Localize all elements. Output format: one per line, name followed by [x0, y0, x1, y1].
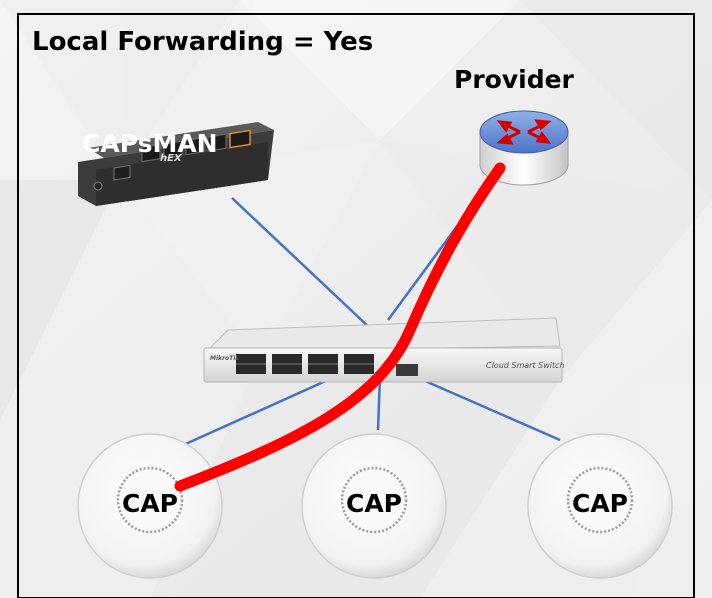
cap-2-device[interactable]: [301, 433, 447, 579]
cap-1-device[interactable]: [77, 433, 223, 579]
link-switch-cap2: [376, 375, 382, 431]
diagram-border: [17, 13, 695, 598]
capsman-label: CAPsMAN: [82, 129, 218, 158]
link-capsman-switch: [231, 197, 373, 331]
capsman-device[interactable]: hEX: [78, 122, 274, 206]
cap-3-device[interactable]: [527, 433, 673, 579]
switch-label: Cloud Smart Switch: [486, 361, 565, 370]
provider-label: Provider: [454, 65, 575, 94]
traffic-path-line: [174, 162, 506, 492]
switch-brand: MikroTik: [210, 355, 240, 362]
diagram-title: Local Forwarding = Yes: [32, 27, 373, 57]
cap-3-label: CAP: [572, 489, 628, 518]
cap-2-label: CAP: [346, 489, 402, 518]
capsman-brand: hEX: [160, 153, 183, 164]
cap-1-label: CAP: [122, 489, 178, 518]
